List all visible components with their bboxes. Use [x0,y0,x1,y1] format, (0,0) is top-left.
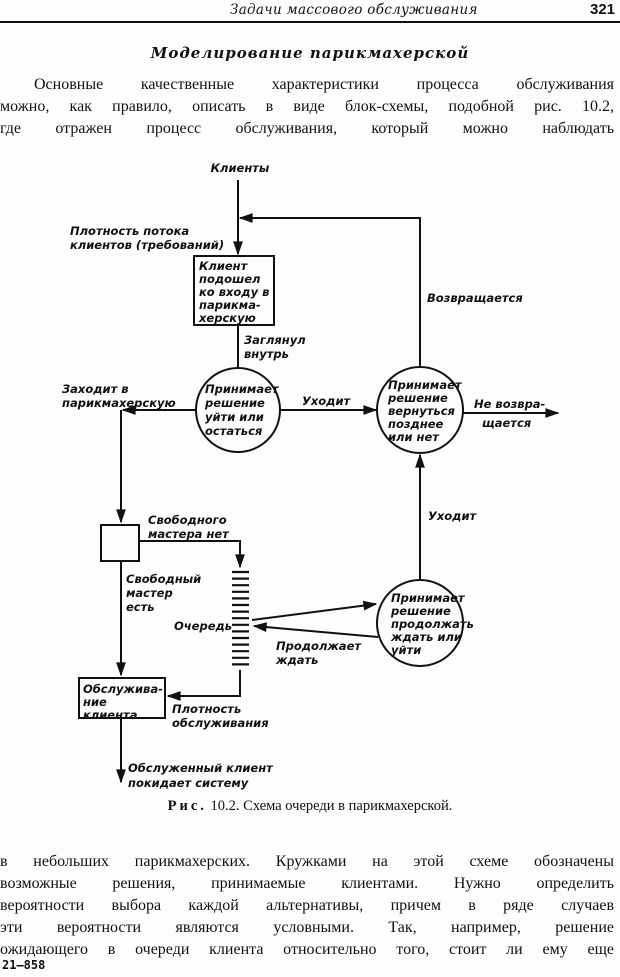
text-line: Основные качественные характеристики про… [34,76,614,93]
leaves-label-1: Уходит [302,394,352,408]
header-rule [0,21,620,23]
caption-text: 10.2. Схема очереди в парикмахерской. [210,798,453,814]
keeps-waiting-arrow [252,622,379,638]
text-line: эти вероятности являются условными. Так,… [0,919,614,936]
queue-to-service-arrow [166,670,241,701]
queue-to-decision-arrow [251,600,378,621]
paragraph-continuation: в небольших парикмахерских. Кружками на … [0,851,614,961]
paragraph-intro: Основные качественные характеристики про… [0,74,614,140]
text-line: возможные решения, принимаемые клиентами… [0,875,614,892]
returns-label: Возвращается [427,291,523,305]
page-number: 321 [590,1,616,18]
arrival-box [193,255,275,326]
queue-label: Очередь [174,619,232,633]
figure-caption: Рис. 10.2. Схема очереди в парикмахерско… [0,798,620,815]
no-free-master-arrow [139,540,245,569]
text-line: где отражен процесс обслуживания, которы… [0,120,614,137]
decision-return-circle [376,366,464,454]
signature-mark: 21—858 [2,958,46,972]
leaves-label-2: Уходит [428,509,478,523]
return-loop-arrow [238,213,421,367]
caption-prefix: Рис. [167,798,207,814]
clients-label: Клиенты [211,161,270,175]
section-title: Моделирование парикмахерской [150,44,470,62]
text-line: вероятности выбора каждой альтернативы, … [0,897,614,914]
text-line: можно, как правило, описать в виде блок-… [0,98,614,115]
queue-stack [232,570,249,666]
running-title: Задачи массового обслуживания [230,2,478,18]
free-master-box [100,524,140,562]
text-line: в небольших парикмахерских. Кружками на … [0,853,614,870]
not-return-label: Не возвра-щается [474,397,546,430]
text-line: ожидающего в очереди клиента относительн… [0,941,614,958]
page-header: Задачи массового обслуживания 321 [0,0,620,23]
